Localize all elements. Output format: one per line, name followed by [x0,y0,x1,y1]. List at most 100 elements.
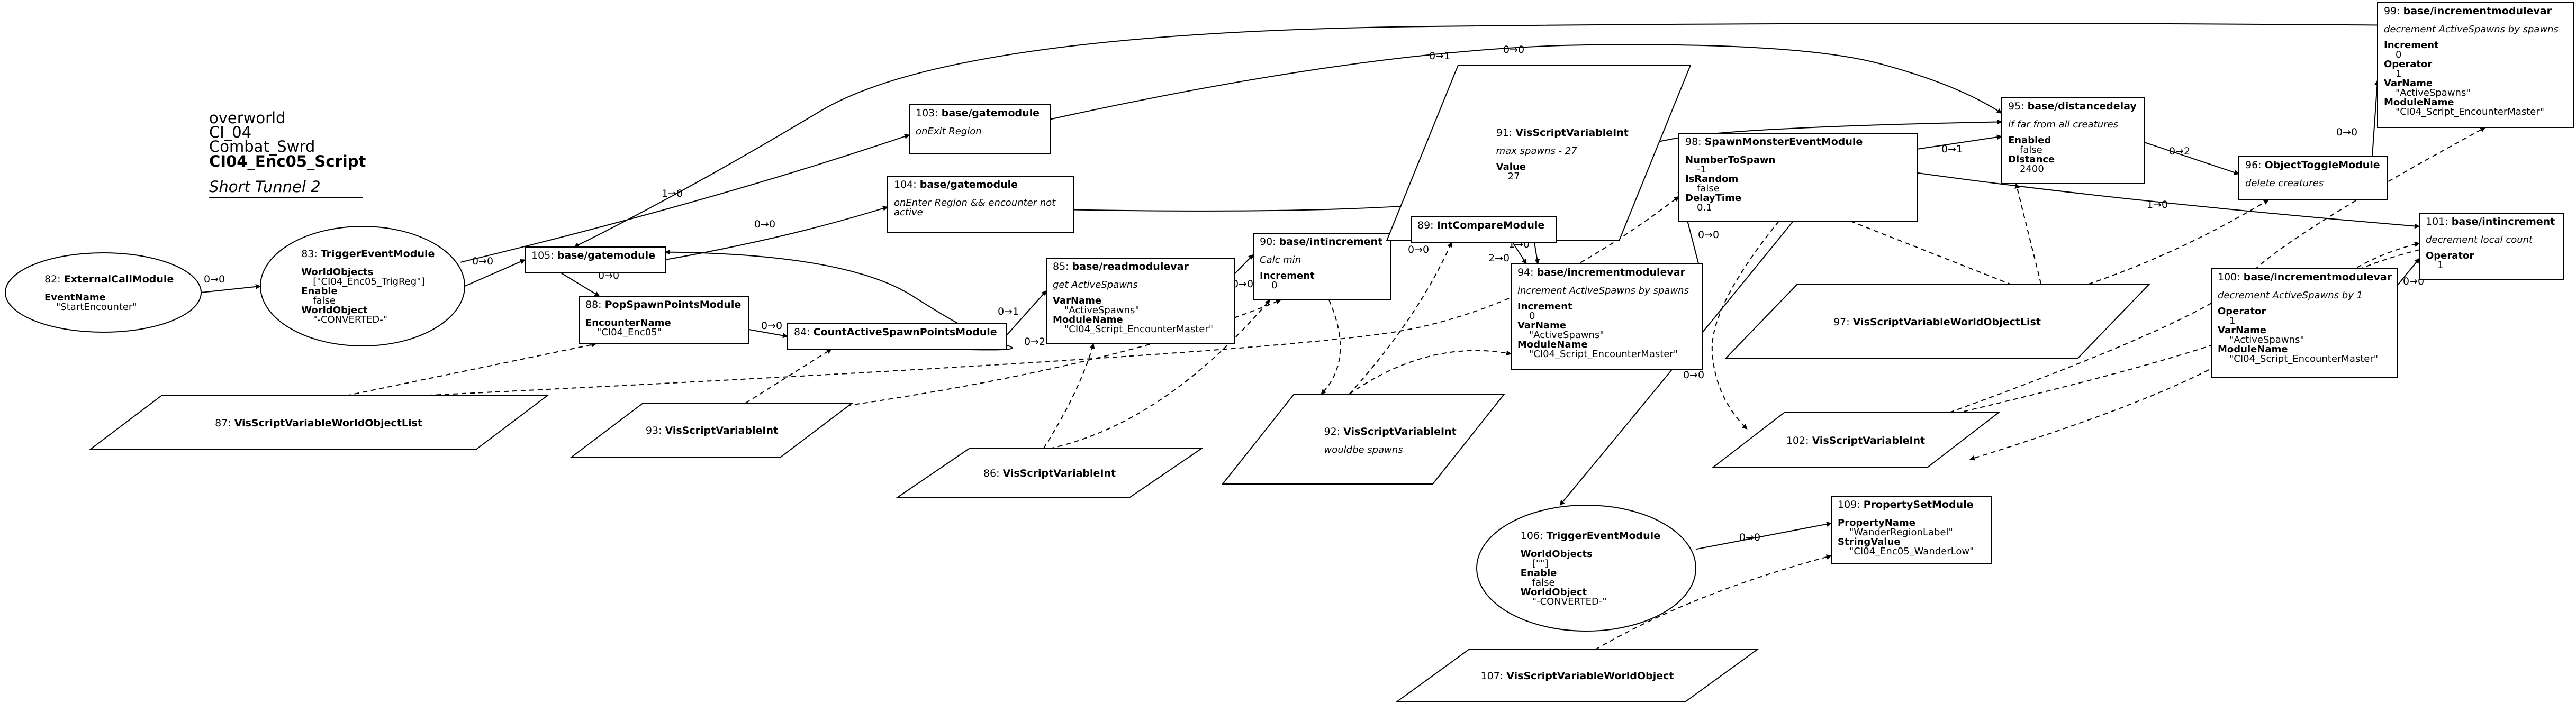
node-type: base/readmodulevar [1072,261,1189,272]
property-name: WorldObject [301,305,368,316]
node-id: 102: [1786,435,1812,446]
node-frame [1476,505,1696,632]
node-type: base/distancedelay [2028,101,2137,112]
edge-n97-n95 [2014,183,2044,293]
node-type: TriggerEventModule [321,248,435,260]
node-id: 109: [1838,499,1864,510]
node-83-triggereventmodule[interactable]: 83: TriggerEventModuleWorldObjects["CI04… [260,226,465,346]
node-frame [2377,2,2574,128]
graph-title: overworld CI_04 Combat_Swrd CI04_Enc05_S… [209,111,366,198]
node-id: 98: [1685,136,1705,148]
edge-n98-n97 [1850,221,2031,293]
property-value: [""] [1532,558,1549,569]
node-84-countactivespawnpointsmodule[interactable]: 84: CountActiveSpawnPointsModule [787,323,1007,350]
edge-line [559,272,600,297]
node-header: 105: base/gatemodule [531,250,655,261]
property-name: Enable [301,286,338,297]
node-frame [1221,394,1506,485]
node-id: 97: [1833,316,1853,328]
node-98-spawnmonstereventmodule[interactable]: 98: SpawnMonsterEventModuleNumberToSpawn… [1678,133,1918,222]
node-type: base/gatemodule [920,179,1018,190]
node-86-visscriptvariableint[interactable]: 86: VisScriptVariableInt [896,448,1204,498]
node-88-popspawnpointsmodule[interactable]: 88: PopSpawnPointsModuleEncounterName"CI… [579,296,749,344]
node-frame [1831,496,1992,564]
node-102-visscriptvariableint[interactable]: 102: VisScriptVariableInt [1711,412,2000,468]
node-type: CountActiveSpawnPointsModule [814,326,997,338]
edge-line [464,259,526,287]
node-frame [909,104,1051,154]
edge-n98-n95: 0→1 [1917,134,2002,155]
node-header: 107: VisScriptVariableWorldObject [1481,670,1674,682]
node-header: 103: base/gatemodule [916,107,1040,119]
property-value: -1 [1697,164,1706,175]
edge-line [1917,172,2420,229]
edge-label: 0→0 [761,320,782,332]
node-type: base/intincrement [1279,236,1383,248]
node-id: 93: [646,425,665,436]
node-header: 98: SpawnMonsterEventModule [1685,136,1863,148]
node-105-base-gatemodule[interactable]: 105: base/gatemodule [525,246,666,273]
node-frame [5,252,202,333]
node-109-propertysetmodule[interactable]: 109: PropertySetModulePropertyName"Wande… [1831,496,1992,564]
edge-label: 0→2 [1024,336,1045,348]
node-96-objecttogglemodule[interactable]: 96: ObjectToggleModule delete creatures [2238,156,2388,200]
edge-n95-n96: 0→2 [2144,142,2239,175]
node-frame [1678,133,1918,222]
property-value: "ActiveSpawns" [1064,305,1140,316]
node-header: 83: TriggerEventModule [301,248,435,260]
property-value: "ActiveSpawns" [1529,330,1604,341]
node-frame [896,448,1204,498]
node-87-visscriptvariableworldobjectlist[interactable]: 87: VisScriptVariableWorldObjectList [88,395,549,450]
node-frame [579,296,749,344]
node-header: 86: VisScriptVariableInt [983,468,1116,479]
edge-label: 0→0 [2336,126,2357,138]
node-header: 93: VisScriptVariableInt [646,425,778,436]
node-header: 94: base/incrementmodulevar [1517,267,1686,278]
node-header: 90: base/intincrement [1260,236,1382,248]
node-header: 96: ObjectToggleModule [2245,159,2380,171]
node-comment: delete creatures [2245,178,2324,189]
node-id: 91: [1496,127,1516,139]
edge-line [201,284,261,293]
property-name: EncounterName [585,317,671,328]
property-value: 0 [2396,49,2401,60]
node-frame [1395,649,1759,702]
script-subtitle: Short Tunnel 2 [209,178,321,196]
property-value: ["CI04_Enc05_TrigReg"] [313,276,424,287]
node-id: 94: [1517,267,1537,278]
node-id: 101: [2426,216,2452,227]
edge-n98-n101: 1→0 [1917,172,2420,229]
edge-n89-n94: 2→0 [1488,242,1540,264]
edge-line [1349,242,1452,395]
node-id: 107: [1481,670,1507,682]
node-type: base/incrementmodulevar [2244,271,2392,283]
property-value: false [1532,577,1555,588]
edge-line [1695,521,1832,550]
property-value: "ActiveSpawns" [2229,334,2304,345]
script-name: CI04_Enc05_Script [209,152,366,170]
node-frame [2419,213,2564,280]
node-97-visscriptvariableworldobjectlist[interactable]: 97: VisScriptVariableWorldObjectList [1724,284,2150,359]
node-106-triggereventmodule[interactable]: 106: TriggerEventModuleWorldObjects[""]E… [1476,505,1696,632]
node-82-externalcallmodule[interactable]: 82: ExternalCallModuleEventName"StartEnc… [5,252,202,333]
node-107-visscriptvariableworldobject[interactable]: 107: VisScriptVariableWorldObject [1395,649,1759,702]
node-93-visscriptvariableint[interactable]: 93: VisScriptVariableInt [570,403,854,458]
node-89-intcomparemodule[interactable]: 89: IntCompareModule [1411,216,1557,243]
node-id: 95: [2008,101,2028,112]
node-comment: decrement local count [2426,234,2533,245]
node-id: 92: [1324,426,1344,437]
edge-n92-n89 [1349,242,1452,395]
node-type: ExternalCallModule [64,273,174,285]
